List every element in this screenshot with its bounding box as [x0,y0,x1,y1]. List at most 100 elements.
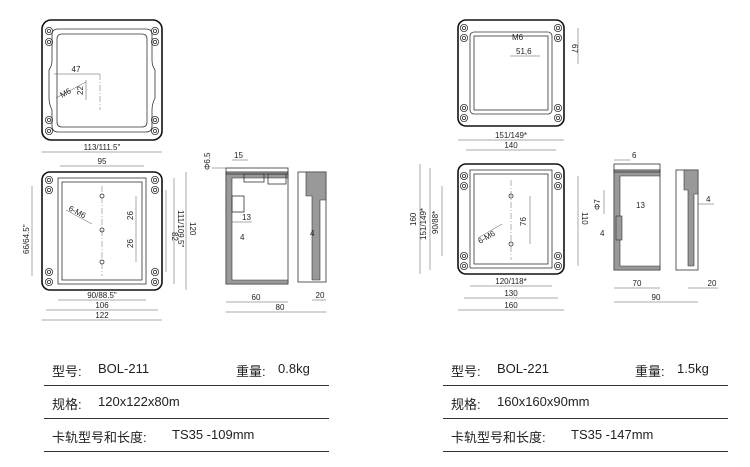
weight-label: 重量: [236,364,266,379]
screw-icon [459,104,469,112]
screw-icon [150,175,160,185]
screw-icon [459,261,469,271]
screw-icon [150,267,160,277]
screw-icon [459,34,469,42]
screw-icon [150,116,160,124]
dim-4b: 4 [310,229,315,238]
dim-95: 95 [98,157,107,166]
dim-90-right: 90 [652,293,661,302]
screw-icon [45,38,53,46]
right-side-section: 6 Φ7 13 4 4 70 90 20 [593,151,718,303]
dim-m6-right: M6 [512,33,524,42]
dim-160-h: 160 [409,212,418,226]
dim-6: 6 [632,151,637,160]
size-label: 规格: [451,397,481,412]
dim-15: 15 [234,151,243,160]
weight-label: 重量: [635,364,665,379]
dim-phi7: Φ7 [593,199,602,210]
dim-13-right: 13 [636,201,645,210]
dim-66: 66/64.5" [22,224,31,254]
dim-4a: 4 [240,233,245,242]
screw-icon [554,23,562,33]
screw-icon [150,277,160,287]
model-value: BOL-221 [497,361,550,376]
model-label: 型号: [451,364,481,379]
dim-122: 122 [95,311,109,320]
size-value: 120x122x80m [98,394,180,409]
dim-106: 106 [95,301,109,310]
dim-26b: 26 [126,239,135,248]
dim-4b-right: 4 [706,195,711,204]
screw-icon [45,127,53,136]
dim-110: 110 [580,212,589,225]
size-label: 规格: [52,397,82,412]
dim-90-h: 90/88* [431,211,440,234]
screw-icon [45,277,53,287]
screw-icon [554,34,562,42]
dim-20: 20 [316,291,325,300]
dim-4a-right: 4 [600,229,605,238]
dim-m6: M6 [59,86,74,100]
dim-phi: Φ6.5 [203,152,212,170]
left-top-outline [41,19,163,141]
rail-value: TS35 -109mm [172,427,255,442]
screw-icon [459,23,469,33]
dim-6-m6: 6-M6 [67,204,88,221]
weight-value: 0.8kg [278,361,310,376]
screw-icon [554,261,562,271]
size-value: 160x160x90mm [497,394,590,409]
screw-icon [459,181,469,191]
left-top-view: 47 M6 22 113/111.5" [41,19,163,153]
right-spec-row-size: 规格: 160x160x90mm [443,386,728,419]
screw-icon [554,171,562,181]
rail-label: 卡轨型号和长度: [451,430,546,445]
dim-22: 22 [76,86,85,95]
screw-icon [150,185,160,195]
left-front-outline [41,171,163,291]
weight-value: 1.5kg [677,361,709,376]
screw-icon [459,114,469,122]
dim-13: 13 [242,213,251,222]
screw-icon [554,251,562,261]
right-top-view: M6 51,6 67 [457,19,579,127]
screw-icon [150,38,160,46]
dim-160-w: 160 [504,301,518,310]
left-spec-row-model: 型号: BOL-211 重量: 0.8kg [44,353,329,386]
dim-60: 60 [252,293,261,302]
model-label: 型号: [52,364,82,379]
screw-icon [45,175,53,185]
left-side-section: Φ6.5 15 13 4 4 60 80 20 [203,151,327,313]
dim-26a: 26 [126,211,135,220]
left-spec-row-size: 规格: 120x122x80m [44,386,329,419]
screw-icon [45,185,53,195]
left-top-lid-recess [48,28,156,133]
left-side-body [225,171,289,285]
dim-20-right: 20 [708,279,717,288]
dim-80: 80 [276,303,285,312]
dim-6-m6-right: 6-M6 [477,229,498,246]
screw-icon [554,104,562,112]
screw-icon [45,267,53,277]
dim-120-118: 120/118* [495,277,526,286]
left-front-inner [57,177,147,285]
model-value: BOL-211 [98,361,150,376]
right-top-outline [457,19,565,127]
screw-icon [459,171,469,181]
right-front-view: 151/149* 140 160 151/149* 90/88* 6-M6 76… [409,131,589,311]
dim-120: 120 [188,222,197,236]
screw-icon [45,116,53,124]
right-spec-row-rail: 卡轨型号和长度: TS35 -147mm [443,419,728,452]
right-front-outline [457,163,565,275]
dim-140: 140 [504,141,518,150]
right-spec-row-model: 型号: BOL-221 重量: 1.5kg [443,353,728,386]
dim-111: 111/109.5" [176,210,185,247]
rail-value: TS35 -147mm [571,427,654,442]
dim-82: 82 [170,232,179,241]
dim-113: 113/111.5" [84,143,121,152]
screw-icon [150,26,160,35]
dim-51-6: 51,6 [516,47,532,56]
screw-icon [45,26,53,35]
screw-icon [459,251,469,261]
technical-drawing: 47 M6 22 113/111.5" 95 6-M6 26 26 82 111… [22,19,718,321]
dim-130: 130 [504,289,518,298]
